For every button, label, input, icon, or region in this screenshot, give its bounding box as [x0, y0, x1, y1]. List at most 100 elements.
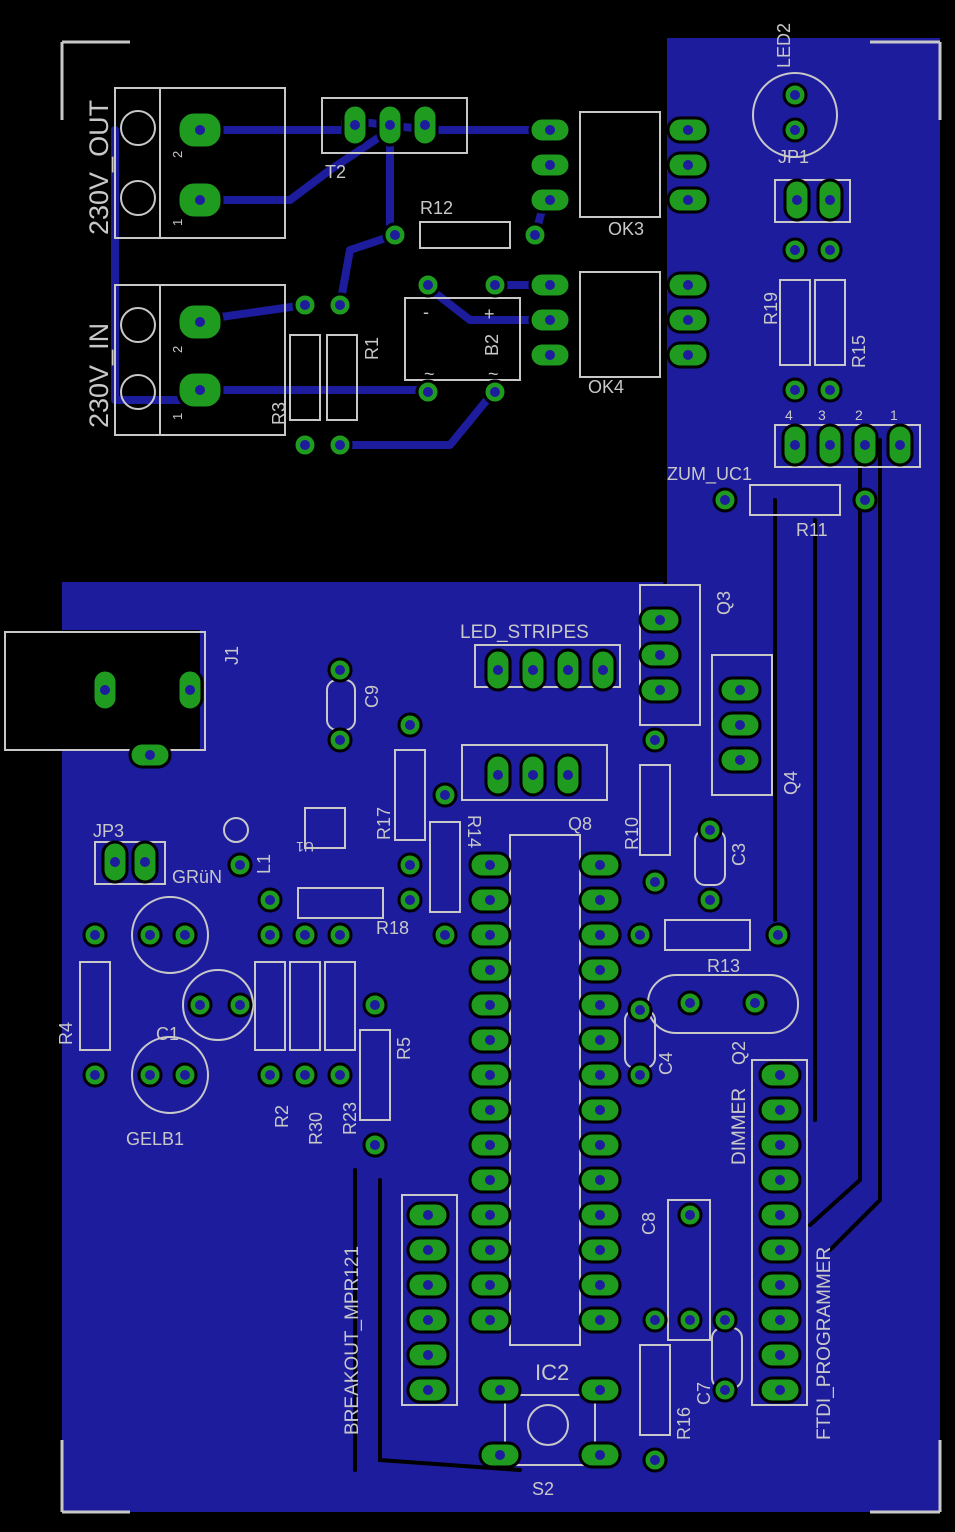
label-term-2b: 2: [170, 346, 185, 353]
ok4-pad-drill: [545, 280, 555, 290]
label-r5: R5: [394, 1037, 414, 1060]
ok3-pad-drill: [683, 195, 693, 205]
label-b2-plus: +: [484, 304, 495, 324]
breakout-pad-drill: [423, 1210, 433, 1220]
breakout-pad-drill: [423, 1315, 433, 1325]
breakout-pad-drill: [423, 1280, 433, 1290]
ic-socket-pad-drill: [485, 1140, 495, 1150]
ic-socket-pad-drill: [485, 1070, 495, 1080]
header-right-pad-drill: [775, 1385, 785, 1395]
l1-pad-drill: [235, 860, 245, 870]
r1-outline: [326, 334, 358, 421]
b2-pad-drill: [490, 387, 500, 397]
label-r4: R4: [56, 1022, 76, 1045]
label-gruen: GRüN: [172, 867, 222, 887]
r10-outline: [639, 764, 671, 856]
r-array-pad-drill: [300, 930, 310, 940]
c4-pad-drill: [635, 1005, 645, 1015]
l1-outline: [223, 817, 249, 843]
label-b2-ac2: ~: [488, 364, 499, 384]
q4-pad-drill: [735, 685, 745, 695]
ic-socket-pad-drill: [595, 1245, 605, 1255]
r23-outline: [324, 961, 356, 1051]
c3-pad-drill: [705, 895, 715, 905]
c1-pad-drill: [235, 1000, 245, 1010]
b2-pad-drill: [423, 280, 433, 290]
ic-socket-pad-drill: [485, 1105, 495, 1115]
label-q2: Q2: [729, 1041, 749, 1065]
label-r14: R14: [464, 815, 484, 848]
ok3-pad-drill: [683, 125, 693, 135]
label-ic2: IC2: [535, 1360, 569, 1385]
label-r18: R18: [376, 918, 409, 938]
led2-pad-drill: [790, 125, 800, 135]
ok3-outline: [579, 111, 661, 218]
r17-outline: [394, 749, 426, 841]
q2-pad-drill: [685, 998, 695, 1008]
gelb1-pad-drill: [180, 1070, 190, 1080]
c1-outline: [182, 969, 254, 1041]
led-stripes-pad-drill: [528, 665, 538, 675]
ic-socket-pad-drill: [595, 1280, 605, 1290]
ic-socket-pad-drill: [485, 1035, 495, 1045]
ok3-pad-drill: [683, 160, 693, 170]
j1-pad-drill: [185, 685, 195, 695]
ic-socket-pad-drill: [595, 1070, 605, 1080]
r1-r3-pad-drill: [335, 440, 345, 450]
header-right-pad-drill: [775, 1070, 785, 1080]
c8-outline: [667, 1199, 711, 1341]
r-array-pad-drill: [300, 1070, 310, 1080]
label-r10: R10: [622, 817, 642, 850]
label-l1: L1: [254, 854, 274, 874]
label-q3: Q3: [714, 591, 734, 615]
led-stripes-pad-drill: [598, 665, 608, 675]
breakout-pad-drill: [423, 1350, 433, 1360]
ic-socket-pad-drill: [595, 1140, 605, 1150]
label-term-1a: 1: [170, 219, 185, 226]
trace-top-2: [196, 126, 394, 204]
trace-mpr-4: [421, 1386, 659, 1424]
ic-socket-pad-drill: [485, 860, 495, 870]
r1-r3-pad-drill: [300, 300, 310, 310]
ic-socket-pad-drill: [485, 1000, 495, 1010]
r11-pad-drill: [720, 495, 730, 505]
zum-uc1-pad-drill: [895, 440, 905, 450]
s2-pad-drill: [595, 1385, 605, 1395]
breakout-pad-drill: [423, 1385, 433, 1395]
gruen-pad-drill: [180, 930, 190, 940]
ic-socket-pad-drill: [485, 895, 495, 905]
jp1-outline: [774, 179, 851, 223]
s2-button: [527, 1404, 569, 1446]
r12-pad-drill: [390, 230, 400, 240]
label-c9: C9: [362, 685, 382, 708]
r17-pad-drill: [405, 720, 415, 730]
label-ftdi: FTDI_PROGRAMMER: [814, 1247, 835, 1440]
u1-outline: [304, 807, 346, 849]
t2-pad-drill: [385, 120, 395, 130]
label-ok3: OK3: [608, 219, 644, 239]
ic-socket-pad-drill: [485, 1210, 495, 1220]
label-230v-in: 230V_IN: [84, 323, 114, 428]
corner-br: [870, 1440, 942, 1514]
label-230v-out: 230V_OUT: [84, 100, 114, 235]
trace-r1: [336, 231, 399, 309]
ok4-pad-drill: [545, 350, 555, 360]
ok4-pad-drill: [545, 315, 555, 325]
j1-pad-drill: [145, 750, 155, 760]
r16-outline: [639, 1344, 671, 1436]
zum-uc1-pad-drill: [790, 440, 800, 450]
s2-pad-drill: [495, 1450, 505, 1460]
gelb1-outline: [131, 1036, 209, 1114]
ok3-pad-drill: [545, 195, 555, 205]
pads: [82, 82, 914, 1473]
header-right-pad-drill: [775, 1105, 785, 1115]
r11-pad-drill: [860, 495, 870, 505]
r19-r15-pad-drill: [790, 245, 800, 255]
iso-b: [808, 438, 862, 1227]
label-jp3: JP3: [93, 821, 124, 841]
r4-pad-drill: [90, 1070, 100, 1080]
jp1-pad-drill: [792, 195, 802, 205]
header-right-pad-drill: [775, 1280, 785, 1290]
label-term-1b: 1: [170, 413, 185, 420]
label-c7: C7: [694, 1382, 714, 1405]
